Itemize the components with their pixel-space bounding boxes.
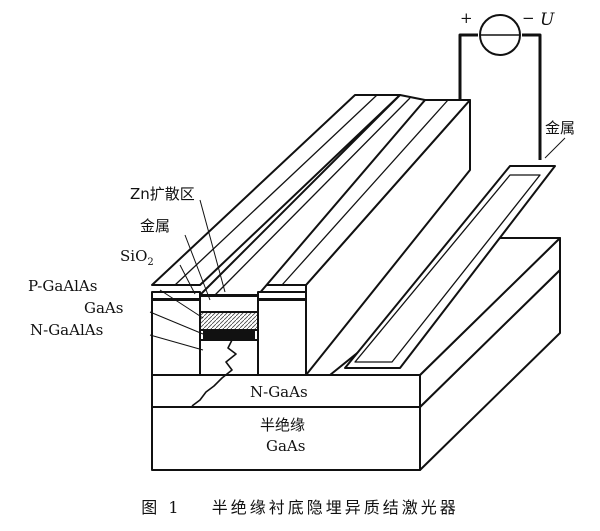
gaas-active-layer bbox=[203, 329, 255, 341]
sio2-text: SiO bbox=[120, 247, 148, 265]
gaas-label: GaAs bbox=[84, 299, 124, 317]
figure-title: 半绝缘衬底隐埋异质结激光器 bbox=[211, 498, 459, 517]
n-gaalas-label: N-GaAlAs bbox=[30, 321, 104, 339]
right-metal-inner bbox=[354, 174, 541, 363]
leader-sio2 bbox=[179, 264, 196, 295]
sio2-subscript: 2 bbox=[147, 257, 154, 268]
right-metal-label: 金属 bbox=[545, 119, 576, 137]
minus-sign: − bbox=[522, 9, 535, 27]
right-metal-contact bbox=[344, 165, 556, 369]
right-block-edge bbox=[281, 99, 449, 286]
leader-zn bbox=[199, 199, 226, 293]
zn-diffusion-label: Zn扩散区 bbox=[130, 185, 195, 203]
plus-sign: + bbox=[460, 9, 473, 27]
center-stripe-edge bbox=[214, 97, 411, 296]
sio2-right bbox=[257, 291, 307, 300]
voltage-label: U bbox=[540, 10, 555, 30]
zn-diffusion-region bbox=[199, 311, 259, 331]
center-metal bbox=[199, 295, 259, 313]
left-block-edge bbox=[174, 94, 378, 286]
sio2-label: SiO2 bbox=[120, 248, 154, 271]
wire-right bbox=[522, 33, 542, 160]
substrate-label-1: 半绝缘 bbox=[260, 416, 306, 434]
substrate-label-2: GaAs bbox=[266, 437, 306, 455]
leader-n-gaalas bbox=[149, 334, 204, 351]
leader-metal bbox=[184, 234, 211, 301]
n-gaas-label: N-GaAs bbox=[250, 383, 308, 401]
wire-left bbox=[458, 33, 478, 100]
figure-caption: 图 1 半绝缘衬底隐埋异质结激光器 bbox=[0, 494, 600, 518]
figure-number: 图 1 bbox=[141, 498, 182, 517]
right-block-front bbox=[257, 299, 307, 376]
leader-right-metal bbox=[544, 137, 566, 159]
leader-p-gaalas bbox=[159, 289, 204, 319]
current-path bbox=[191, 339, 237, 407]
p-gaalas-label: P-GaAlAs bbox=[28, 277, 98, 295]
left-metal-label: 金属 bbox=[140, 217, 171, 235]
sio2-left bbox=[151, 291, 201, 300]
leader-gaas bbox=[149, 311, 204, 335]
